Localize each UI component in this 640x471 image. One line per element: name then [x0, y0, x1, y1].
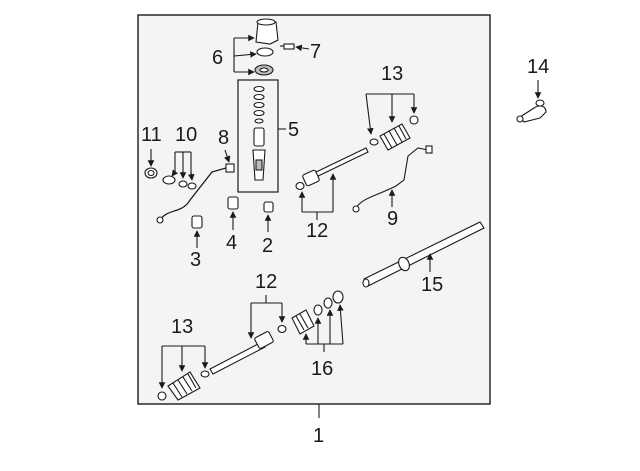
callout-12b: 12 — [255, 271, 277, 293]
valve-housing-part — [254, 18, 279, 76]
callout-6: 6 — [212, 47, 223, 69]
callout-13a: 13 — [171, 316, 193, 338]
callout-13b: 13 — [381, 63, 403, 85]
callout-8: 8 — [218, 127, 229, 149]
bolt-7 — [280, 43, 295, 50]
inner-tie-rod-upper — [295, 147, 369, 191]
outer-tie-rod-end-14 — [516, 99, 547, 123]
callout-11: 11 — [141, 124, 162, 146]
inner-tie-rod-lower — [209, 324, 287, 375]
callout-1: 1 — [313, 425, 324, 447]
return-line-9 — [352, 145, 433, 213]
fitting-4 — [227, 196, 239, 210]
callout-10: 10 — [175, 124, 197, 146]
boot-13-lower — [157, 370, 210, 401]
valve-subassembly-box — [237, 79, 279, 193]
callout-4: 4 — [226, 232, 237, 254]
callout-14: 14 — [527, 56, 549, 78]
callout-3: 3 — [190, 249, 201, 271]
callout-16: 16 — [311, 358, 333, 380]
pressure-line-8 — [156, 163, 235, 224]
o-ring-11 — [144, 167, 158, 179]
callout-12a: 12 — [306, 220, 328, 242]
rack-shaft-15 — [362, 221, 485, 288]
assembly-panel — [137, 14, 491, 405]
boot-13-upper — [369, 115, 419, 151]
callout-7: 7 — [310, 41, 321, 63]
callout-5: 5 — [288, 119, 299, 141]
valve-stack-part — [252, 85, 266, 181]
fitting-3 — [191, 215, 203, 229]
boot-kit-16 — [291, 290, 344, 335]
callout-2: 2 — [262, 235, 273, 257]
callout-15: 15 — [421, 274, 443, 296]
seal-10 — [162, 175, 197, 190]
fitting-2 — [263, 201, 274, 213]
callout-9: 9 — [387, 208, 398, 230]
